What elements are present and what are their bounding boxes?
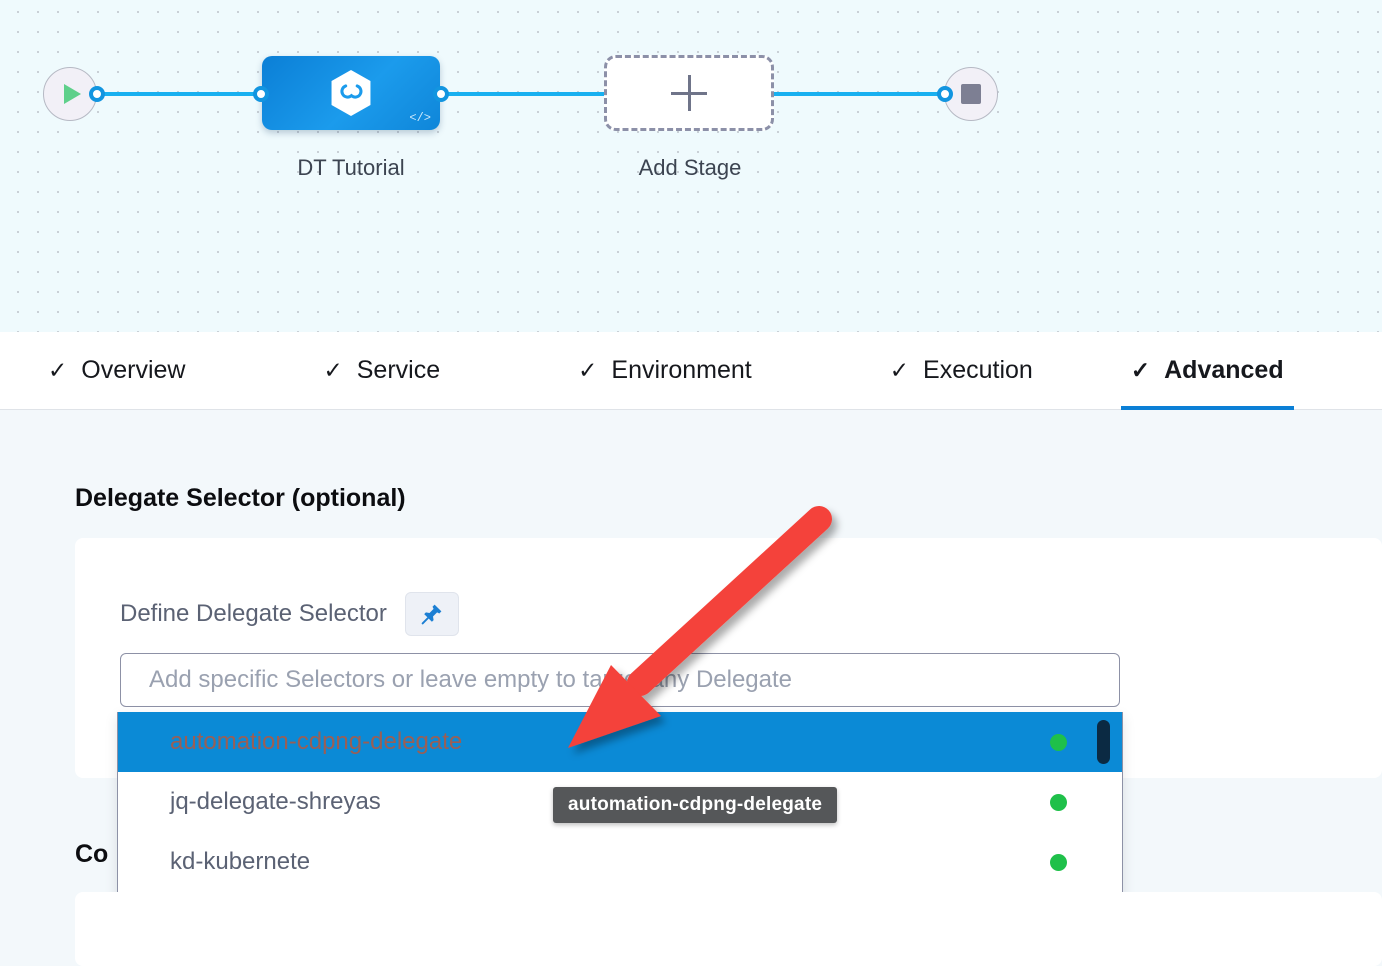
tab-label: Execution bbox=[923, 356, 1033, 384]
check-icon: ✓ bbox=[578, 357, 598, 383]
tab-advanced[interactable]: ✓ Advanced bbox=[1120, 332, 1294, 410]
tab-execution[interactable]: ✓ Execution bbox=[880, 332, 1043, 409]
tab-label: Service bbox=[356, 356, 441, 384]
tab-label: Advanced bbox=[1164, 356, 1284, 384]
add-stage-label: Add Stage bbox=[638, 155, 742, 180]
stage-node-label: DT Tutorial bbox=[297, 155, 405, 180]
delegate-name-tooltip: automation-cdpng-delegate bbox=[553, 787, 838, 823]
port-start-out[interactable] bbox=[89, 86, 105, 102]
conditional-execution-card bbox=[75, 892, 1382, 966]
status-dot-icon bbox=[1050, 793, 1067, 811]
delegate-selector-placeholder: Add specific Selectors or leave empty to… bbox=[149, 666, 793, 693]
port-end-in[interactable] bbox=[937, 86, 953, 102]
tab-service[interactable]: ✓ Service bbox=[313, 332, 450, 409]
tab-label: Overview bbox=[81, 356, 186, 384]
conditional-execution-heading: Co bbox=[75, 840, 109, 868]
check-icon: ✓ bbox=[889, 357, 910, 383]
pin-icon-button[interactable] bbox=[404, 592, 459, 636]
add-stage-button[interactable] bbox=[604, 55, 774, 131]
port-stage-in[interactable] bbox=[253, 86, 269, 102]
pin-icon bbox=[421, 604, 442, 625]
code-badge-icon: </> bbox=[409, 111, 431, 125]
pipeline-end-node[interactable] bbox=[944, 67, 998, 121]
stage-config-tabs: ✓ Overview ✓ Service ✓ Environment ✓ Exe… bbox=[0, 332, 1382, 410]
stage-node-dt-tutorial[interactable]: </> bbox=[262, 56, 440, 130]
edge-start-to-stage bbox=[96, 92, 268, 96]
plus-icon-bar bbox=[671, 91, 707, 95]
option-label: jq-delegate-shreyas bbox=[170, 788, 381, 815]
delegate-selector-heading: Delegate Selector (optional) bbox=[75, 484, 406, 512]
status-dot-icon bbox=[1050, 733, 1067, 751]
tab-overview[interactable]: ✓ Overview bbox=[38, 332, 195, 409]
dropdown-option-kd-kubernete[interactable]: kd-kubernete bbox=[118, 832, 1122, 892]
status-dot-icon bbox=[1050, 853, 1067, 871]
tab-label: Environment bbox=[611, 356, 752, 384]
option-label: automation-cdpng-delegate bbox=[170, 728, 463, 755]
dropdown-option-automation-cdpng-delegate[interactable]: automation-cdpng-delegate bbox=[118, 712, 1122, 772]
edge-add-to-end bbox=[770, 92, 948, 96]
dropdown-option-jq-delegate-shreyas[interactable]: jq-delegate-shreyas bbox=[118, 772, 1122, 832]
stop-square-icon bbox=[961, 84, 981, 104]
check-icon: ✓ bbox=[323, 357, 343, 383]
harness-hexagon-icon bbox=[331, 70, 371, 116]
pipeline-canvas[interactable]: </> DT Tutorial Add Stage bbox=[0, 0, 1382, 332]
option-label: kd-kubernete bbox=[170, 848, 311, 875]
check-icon: ✓ bbox=[48, 357, 68, 383]
tab-environment[interactable]: ✓ Environment bbox=[568, 332, 762, 409]
pipeline-start-node[interactable] bbox=[43, 67, 97, 121]
check-icon: ✓ bbox=[1130, 357, 1151, 383]
define-delegate-selector-row: Define Delegate Selector bbox=[120, 592, 459, 636]
edge-stage-to-add bbox=[440, 92, 612, 96]
delegate-selector-input[interactable]: Add specific Selectors or leave empty to… bbox=[120, 653, 1120, 707]
define-delegate-selector-label: Define Delegate Selector bbox=[120, 600, 387, 627]
play-icon bbox=[64, 84, 81, 104]
dropdown-scrollbar-thumb[interactable] bbox=[1097, 720, 1110, 764]
port-stage-out[interactable] bbox=[433, 86, 449, 102]
